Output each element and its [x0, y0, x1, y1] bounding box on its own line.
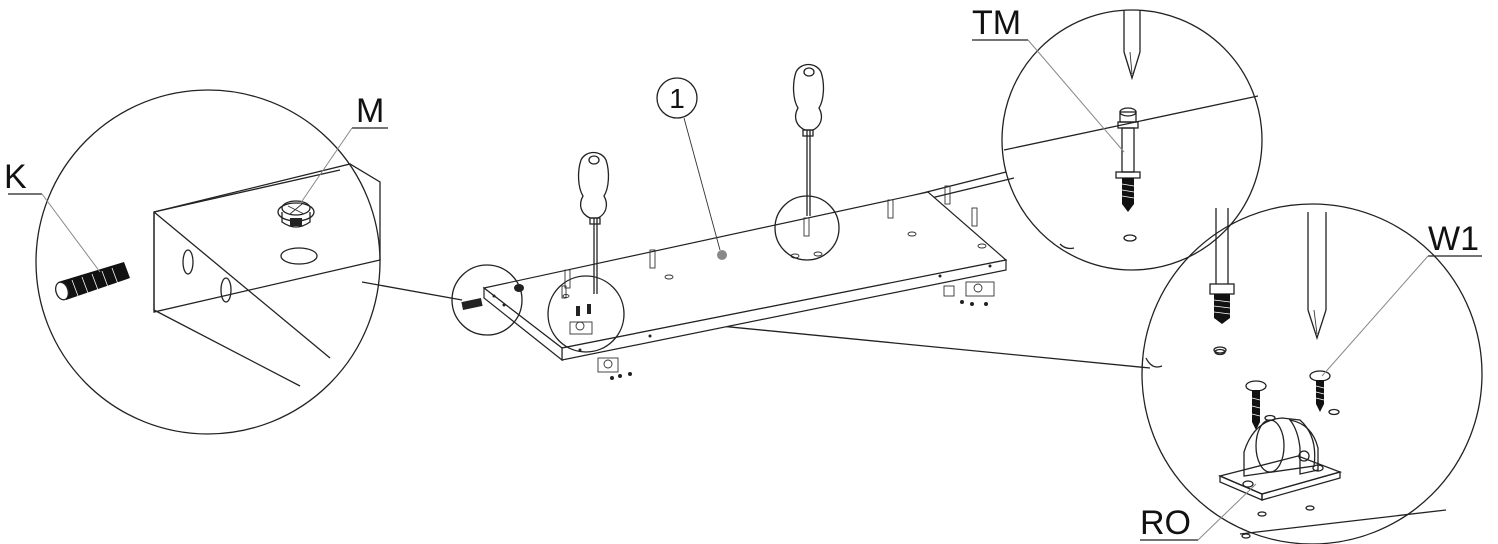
screwdriver-left-icon	[577, 151, 610, 294]
ro-bolt-icon	[1209, 208, 1235, 324]
label-ro: RO	[1140, 504, 1191, 542]
screw-w1-left-icon	[1245, 380, 1267, 430]
screwdriver-right-icon	[792, 63, 825, 216]
w1-screwdriver-tip-icon	[1307, 212, 1327, 341]
label-tm: TM	[972, 4, 1021, 42]
part-number-callout: 1	[656, 77, 721, 251]
front-edge-holes	[492, 264, 992, 352]
detail-circle-k-m	[35, 89, 381, 435]
label-k: K	[4, 158, 27, 196]
panel-dowel	[461, 298, 483, 310]
caster-front-right	[960, 281, 995, 306]
caster-front-left	[597, 357, 632, 380]
cam-fitting-m-icon	[277, 200, 315, 228]
caster-ro-icon	[1217, 417, 1343, 501]
part-number-text: 1	[669, 83, 685, 114]
label-w1: W1	[1428, 220, 1479, 258]
detail-circle-caster	[547, 275, 625, 353]
tm-screwdriver-tip-icon	[1123, 10, 1141, 81]
panel-cam-lock	[514, 284, 524, 292]
cam-bolt-tm-icon	[1115, 107, 1141, 212]
detail-circle-left	[451, 264, 523, 336]
label-leaders	[8, 39, 1482, 541]
small-circle-caster	[561, 285, 593, 335]
label-m: M	[356, 92, 384, 130]
screw-w1-right-icon	[1309, 370, 1331, 412]
panel-marker-dot	[717, 250, 727, 260]
detail-circle-tm	[1001, 9, 1263, 271]
cam-bolts-on-panel	[564, 185, 978, 289]
caster-front-mid	[943, 285, 955, 297]
dowel-k-icon	[55, 262, 130, 301]
main-panel	[461, 185, 1008, 362]
detail-circle-w1-ro	[1141, 203, 1483, 544]
